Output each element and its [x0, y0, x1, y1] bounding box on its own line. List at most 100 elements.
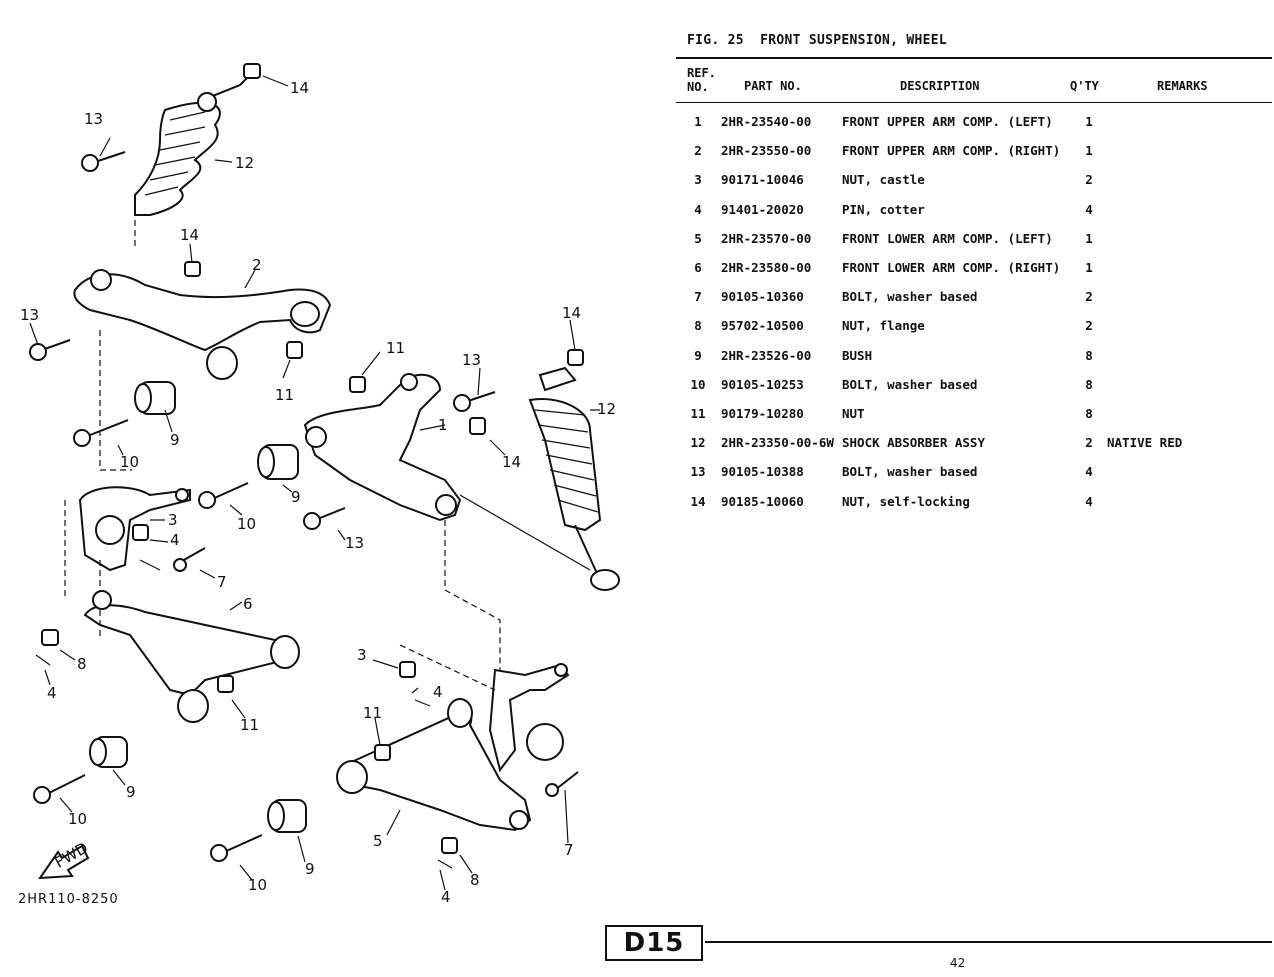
callout-4: 4 — [170, 531, 180, 549]
bush-9-b — [89, 736, 128, 768]
qty-cell: 1 — [1085, 114, 1093, 129]
nut-8-left — [35, 629, 59, 666]
description-cell: FRONT LOWER ARM COMP. (LEFT) — [842, 230, 1053, 246]
callout-2: 2 — [252, 256, 262, 274]
description-cell: FRONT UPPER ARM COMP. (RIGHT) — [842, 143, 1061, 159]
part-no-cell: 2HR-23540-00 — [721, 114, 812, 129]
description-cell: BUSH — [842, 347, 873, 363]
ref-cell: 9 — [694, 347, 702, 363]
part-no-cell: 2HR-23350-00-6W — [721, 435, 834, 451]
lower-arm-left — [336, 698, 532, 832]
header-description: DESCRIPTION — [900, 79, 980, 93]
header-ref-line1: REF. — [687, 66, 716, 80]
shock-absorber-left — [134, 63, 261, 216]
description-cell: BOLT, washer based — [842, 289, 978, 305]
exploded-diagram: FWD — [18, 63, 620, 907]
header-qty: Q'TY — [1070, 79, 1099, 93]
part-no-cell: 90105-10253 — [721, 376, 804, 392]
description-cell: BOLT, washer based — [842, 464, 978, 480]
callout-9: 9 — [170, 431, 180, 449]
bush-9-a — [134, 381, 176, 415]
part-no-cell: 90105-10388 — [721, 464, 804, 480]
qty-cell: 1 — [1085, 143, 1093, 159]
callout-12: 12 — [597, 400, 616, 418]
ref-cell: 12 — [690, 435, 706, 451]
qty-cell: 2 — [1085, 318, 1093, 334]
ref-cell: 1 — [694, 114, 702, 129]
fwd-arrow: FWD — [38, 839, 91, 880]
figure-title: FIG. 25 FRONT SUSPENSION, WHEEL — [687, 33, 948, 48]
qty-cell: 2 — [1085, 172, 1093, 188]
assembly-line-left — [64, 210, 136, 640]
section-badge: D15 — [605, 925, 703, 961]
part-no-cell: 2HR-23580-00 — [721, 260, 812, 275]
callout-14: 14 — [290, 79, 309, 97]
callout-6: 6 — [243, 595, 253, 613]
callout-14: 14 — [502, 453, 521, 471]
callout-8: 8 — [77, 655, 87, 673]
callout-7: 7 — [564, 841, 574, 859]
callout-10: 10 — [237, 515, 256, 533]
callout-14: 14 — [562, 304, 581, 322]
bolt-10-a — [73, 419, 129, 447]
bush-9-c — [257, 444, 299, 480]
callout-11: 11 — [363, 704, 382, 722]
description-cell: FRONT UPPER ARM COMP. (LEFT) — [842, 114, 1053, 129]
leader-lines — [29, 75, 600, 891]
part-no-cell: 90185-10060 — [721, 493, 804, 509]
diagram-code: 2HR110-8250 — [18, 892, 119, 907]
part-no-cell: 91401-20020 — [721, 201, 804, 217]
description-cell: NUT, self-locking — [842, 493, 970, 509]
part-no-cell: 2HR-23526-00 — [721, 347, 812, 363]
header-ref-line2: NO. — [687, 80, 709, 94]
ref-cell: 8 — [694, 318, 702, 334]
qty-cell: 2 — [1085, 289, 1093, 305]
description-cell: SHOCK ABSORBER ASSY — [842, 435, 985, 451]
callout-4: 4 — [47, 684, 57, 702]
footer-rule — [705, 941, 1272, 943]
bolt-13-middle — [453, 391, 496, 412]
callout-13: 13 — [84, 110, 103, 128]
ref-cell: 10 — [690, 376, 706, 392]
callout-3: 3 — [168, 511, 178, 529]
callout-8: 8 — [470, 871, 480, 889]
bolt-13-left — [29, 339, 71, 361]
callout-10: 10 — [248, 876, 267, 894]
qty-cell: 1 — [1085, 230, 1093, 246]
header-part-no: PART NO. — [744, 79, 802, 93]
lower-arm-right — [83, 590, 300, 723]
part-no-cell: 2HR-23550-00 — [721, 143, 812, 159]
callout-9: 9 — [291, 488, 301, 506]
part-no-cell: 90171-10046 — [721, 172, 804, 188]
callout-13: 13 — [462, 351, 481, 369]
description-cell: NUT — [842, 406, 865, 421]
description-cell: NUT, flange — [842, 318, 925, 334]
callout-7: 7 — [217, 573, 227, 591]
upper-arm-left — [303, 373, 486, 522]
upper-arm-right — [73, 261, 332, 380]
shock-absorber-right — [459, 349, 620, 591]
header-remarks: REMARKS — [1157, 79, 1208, 93]
table-row: 8 95702-10500 NUT, flange 2 — [0, 318, 1274, 340]
bush-9-d — [267, 799, 307, 833]
part-no-cell: 90179-10280 — [721, 406, 804, 421]
description-cell: NUT, castle — [842, 172, 925, 188]
description-cell: PIN, cotter — [842, 201, 925, 217]
table-row: 3 90171-10046 NUT, castle 2 — [0, 172, 1274, 194]
bolt-13-lower — [303, 507, 346, 530]
callout-11: 11 — [275, 386, 294, 404]
table-header-rule — [676, 102, 1272, 103]
knuckle-left — [78, 486, 206, 572]
part-no-cell: 95702-10500 — [721, 318, 804, 334]
qty-cell: 8 — [1085, 376, 1093, 392]
ref-cell: 3 — [694, 172, 702, 188]
callout-9: 9 — [305, 860, 315, 878]
